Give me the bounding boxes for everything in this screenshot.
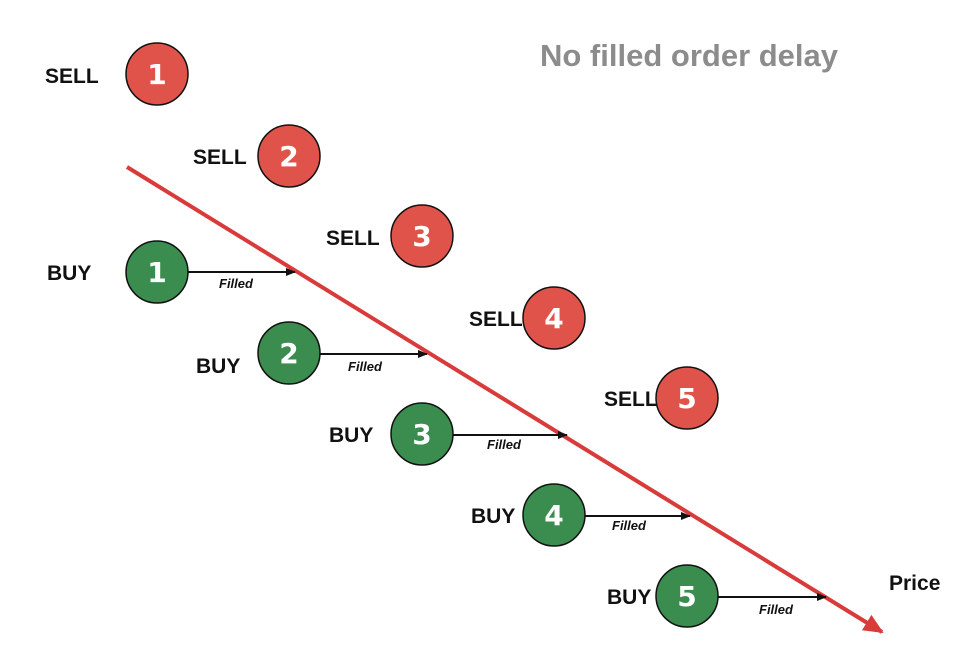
buy-label: BUY bbox=[47, 262, 91, 285]
buy-order-1: BUY Filled 1 bbox=[47, 240, 296, 304]
sell-number: 3 bbox=[412, 220, 431, 253]
filled-label: Filled bbox=[759, 602, 794, 617]
sell-order-5: SELL 5 bbox=[604, 366, 719, 430]
price-label: Price bbox=[889, 572, 940, 595]
sell-number: 2 bbox=[279, 140, 298, 173]
filled-label: Filled bbox=[487, 437, 522, 452]
buy-circle bbox=[655, 564, 719, 628]
buy-circle bbox=[257, 321, 321, 385]
diagram-title: No filled order delay bbox=[540, 38, 839, 73]
buy-circle bbox=[390, 402, 454, 466]
sell-circle bbox=[522, 286, 586, 350]
sell-label: SELL bbox=[604, 388, 658, 411]
sell-order-4: SELL 4 bbox=[469, 286, 586, 350]
buy-order-3: BUY Filled 3 bbox=[329, 402, 568, 466]
sell-label: SELL bbox=[326, 227, 380, 250]
sell-number: 5 bbox=[677, 382, 696, 415]
sell-order-1: SELL 1 bbox=[45, 42, 189, 106]
sell-order-2: SELL 2 bbox=[193, 124, 321, 188]
buy-circle bbox=[522, 483, 586, 547]
sell-circle bbox=[125, 42, 189, 106]
buy-number: 5 bbox=[677, 580, 696, 613]
sell-number: 1 bbox=[147, 58, 166, 91]
buy-number: 3 bbox=[412, 418, 431, 451]
buy-number: 2 bbox=[279, 337, 298, 370]
sell-circle bbox=[390, 204, 454, 268]
buy-number: 4 bbox=[544, 499, 563, 532]
buy-label: BUY bbox=[196, 355, 240, 378]
sell-circle bbox=[257, 124, 321, 188]
buy-label: BUY bbox=[471, 505, 515, 528]
sell-circle bbox=[655, 366, 719, 430]
sell-label: SELL bbox=[45, 65, 99, 88]
buy-order-4: BUY Filled 4 bbox=[471, 483, 691, 547]
sell-number: 4 bbox=[544, 302, 563, 335]
sell-label: SELL bbox=[193, 146, 247, 169]
buy-order-5: BUY Filled 5 bbox=[607, 564, 827, 628]
filled-label: Filled bbox=[348, 359, 383, 374]
filled-label: Filled bbox=[219, 276, 254, 291]
price-line bbox=[125, 165, 884, 634]
buy-order-2: BUY Filled 2 bbox=[196, 321, 428, 385]
filled-label: Filled bbox=[612, 518, 647, 533]
sell-label: SELL bbox=[469, 308, 523, 331]
buy-circle bbox=[125, 240, 189, 304]
buy-label: BUY bbox=[607, 586, 651, 609]
buy-number: 1 bbox=[147, 256, 166, 289]
sell-order-3: SELL 3 bbox=[326, 204, 454, 268]
buy-label: BUY bbox=[329, 424, 373, 447]
